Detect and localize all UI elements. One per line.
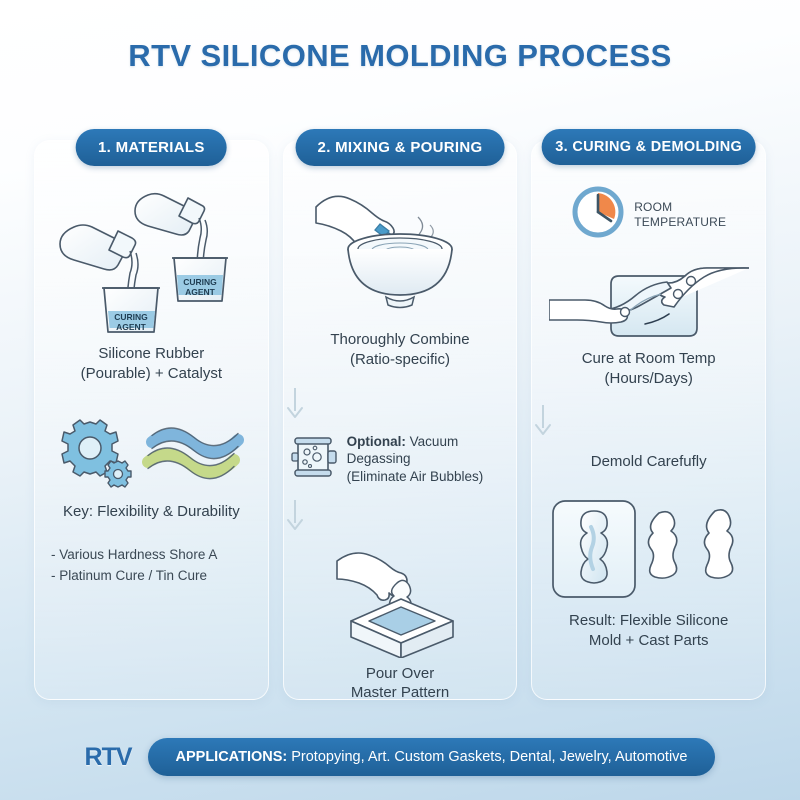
svg-text:AGENT: AGENT <box>116 322 147 332</box>
optional-rest: Vacuum Degassing <box>346 433 459 467</box>
materials-caption: Silicone Rubber (Pourable) + Catalyst <box>80 345 222 382</box>
column-materials: 1. MATERIALS <box>34 129 269 700</box>
mixing-caption: Thoroughly Combine (Ratio-specific) <box>330 331 470 368</box>
footer: RTV APPLICATIONS: Protopying, Art. Custo… <box>0 738 800 776</box>
column-header-mixing-pouring: 2. MIXING & POURING <box>295 129 505 166</box>
beaker-label-2: CURING <box>184 277 218 287</box>
vacuum-chamber-icon <box>290 433 340 486</box>
demold-caption: Demold Carefufly <box>590 452 707 470</box>
room-temperature-block: ROOM TEMPERATURE <box>532 185 765 244</box>
pouring-bottles-beakers-icon: CURING AGENT CURING AGENT <box>35 181 268 336</box>
column-mixing-pouring: 2. MIXING & POURING <box>282 129 518 701</box>
curing-caption: Cure at Room Temp (Hours/Days) <box>581 350 716 387</box>
svg-text:AGENT: AGENT <box>185 287 216 297</box>
optional-lead: Optional: <box>346 433 406 449</box>
mixing-illustration-block: Thoroughly Combine (Ratio-specific) <box>284 181 517 370</box>
column-curing-demolding: 3. CURING & DEMOLDING ROOM TEMPERATURE <box>531 129 767 700</box>
hand-pouring-mold-box-icon <box>284 543 517 658</box>
process-columns: 1. MATERIALS <box>34 129 767 701</box>
optional-degassing-text: Optional: Vacuum Degassing (Eliminate Ai… <box>347 433 511 486</box>
curing-illustration-block: Cure at Room Temp (Hours/Days) <box>532 238 765 389</box>
applications-list: Protopying, Art. Custom Gaskets, Dental,… <box>287 749 688 765</box>
hands-peeling-mold-icon <box>532 238 765 343</box>
hand-stirring-bowl-icon <box>284 181 517 326</box>
down-arrow-icon-3 <box>532 403 765 442</box>
clock-icon <box>571 185 625 244</box>
down-arrow-icon-2 <box>284 498 517 537</box>
optional-line2: (Eliminate Air Bubbles) <box>346 468 484 484</box>
key-properties-block: Key: Flexibility & Durability <box>35 418 268 522</box>
materials-bullet-list: - Various Hardness Shore A - Platinum Cu… <box>35 545 268 586</box>
silicone-mold-and-cast-parts-icon <box>532 497 765 601</box>
list-item: - Various Hardness Shore A <box>51 547 218 563</box>
gears-and-waves-icon <box>35 418 268 490</box>
result-illustration-block: Result: Flexible Silicone Mold + Cast Pa… <box>532 497 765 651</box>
room-temperature-label: ROOM TEMPERATURE <box>634 199 727 229</box>
list-item: - Platinum Cure / Tin Cure <box>51 567 208 583</box>
beaker-label-1: CURING <box>115 312 149 322</box>
key-properties-caption: Key: Flexibility & Durability <box>62 502 240 520</box>
pour-illustration-block: Pour Over Master Pattern <box>284 543 517 704</box>
down-arrow-icon-1 <box>284 386 517 425</box>
page-title: RTV SILICONE MOLDING PROCESS <box>128 38 672 73</box>
optional-degassing-block: Optional: Vacuum Degassing (Eliminate Ai… <box>284 433 517 486</box>
materials-illustration-block: CURING AGENT CURING AGENT Silicone Rubbe <box>35 181 268 384</box>
applications-label: APPLICATIONS: <box>175 749 288 765</box>
applications-banner: APPLICATIONS: Protopying, Art. Custom Ga… <box>147 738 716 776</box>
column-header-curing-demolding: 3. CURING & DEMOLDING <box>541 129 757 165</box>
column-header-materials: 1. MATERIALS <box>75 129 227 166</box>
result-caption: Result: Flexible Silicone Mold + Cast Pa… <box>569 612 729 650</box>
rtv-logo: RTV <box>84 742 133 771</box>
pour-caption: Pour Over Master Pattern <box>350 664 450 702</box>
